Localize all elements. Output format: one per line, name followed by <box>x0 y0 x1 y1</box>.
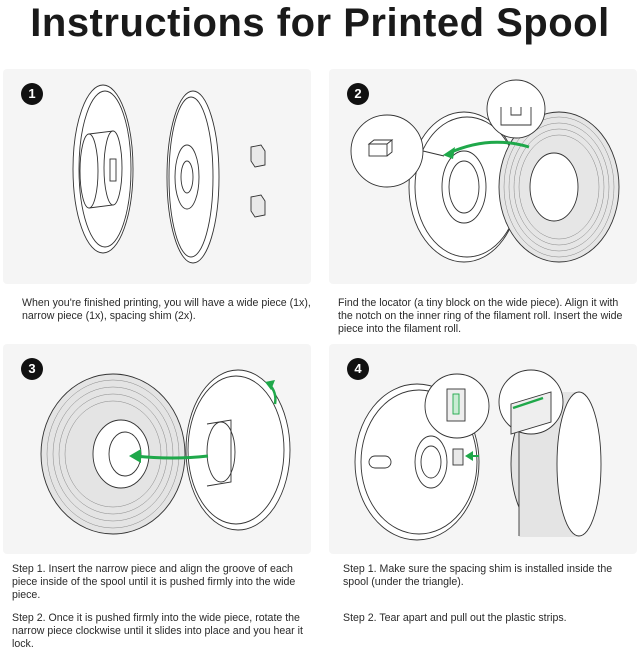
step-number-badge: 1 <box>21 83 43 105</box>
step-4-caption-a: Step 1. Make sure the spacing shim is in… <box>343 563 613 588</box>
step-number-badge: 2 <box>347 83 369 105</box>
step-number-badge: 3 <box>21 358 43 380</box>
step-1-caption: When you're finished printing, you will … <box>22 297 311 322</box>
step-3-caption-b: Step 2. Once it is pushed firmly into th… <box>12 612 303 650</box>
step-3-caption-a: Step 1. Insert the narrow piece and alig… <box>12 563 296 601</box>
page-title: Instructions for Printed Spool <box>30 1 610 45</box>
step-number-badge: 4 <box>347 358 369 380</box>
step-3-illustration <box>40 369 291 535</box>
step-4-caption-b: Step 2. Tear apart and pull out the plas… <box>343 612 567 624</box>
step-2-caption: Find the locator (a tiny block on the wi… <box>338 297 623 335</box>
step-2-illustration <box>350 79 620 263</box>
step-4-panel: 4 <box>329 344 637 554</box>
step-4-illustration <box>354 369 602 541</box>
step-3-panel: 3 <box>3 344 311 554</box>
step-1-illustration <box>72 84 266 264</box>
step-2-panel: 2 <box>329 69 637 284</box>
step-1-panel: 1 <box>3 69 311 284</box>
